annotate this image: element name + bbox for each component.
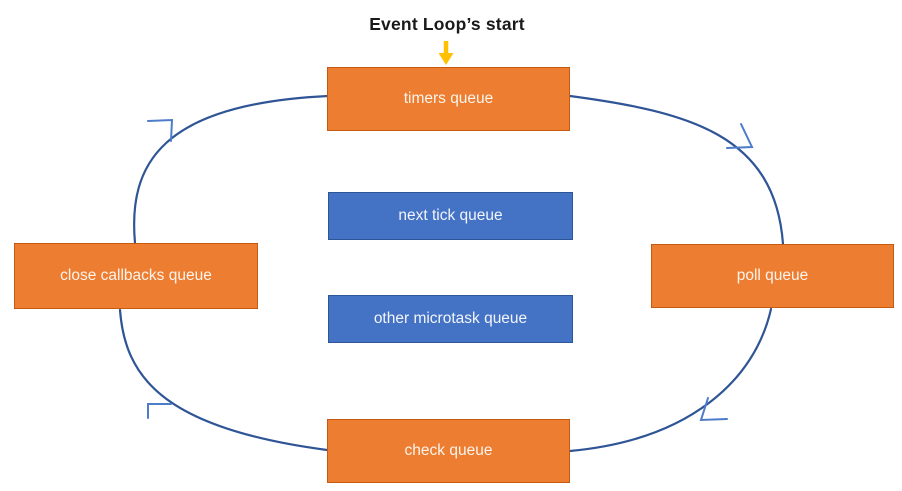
node-close-callbacks-queue: close callbacks queue <box>14 243 258 309</box>
arrowhead-up-left-icon <box>147 403 172 419</box>
node-next-tick-queue-label: next tick queue <box>398 207 503 224</box>
flow-curve-check-to-close-callbacks <box>118 308 329 452</box>
arrowhead-up-right-icon <box>147 118 174 142</box>
node-poll-queue-label: poll queue <box>736 267 809 284</box>
node-other-microtask-queue-label: other microtask queue <box>373 310 528 327</box>
node-timers-queue: timers queue <box>327 67 570 131</box>
arrowhead-down-right-icon <box>726 123 754 149</box>
node-other-microtask-queue: other microtask queue <box>328 295 573 343</box>
node-check-queue-label: check queue <box>404 442 493 459</box>
node-poll-queue: poll queue <box>651 244 894 308</box>
node-timers-queue-label: timers queue <box>403 90 494 107</box>
flow-curve-close-callbacks-to-timers <box>133 94 330 245</box>
flow-curve-timers-to-poll <box>568 94 785 246</box>
node-close-callbacks-queue-label: close callbacks queue <box>60 267 212 284</box>
node-next-tick-queue: next tick queue <box>328 192 573 240</box>
node-check-queue: check queue <box>327 419 570 483</box>
diagram-title: Event Loop’s start <box>369 14 525 34</box>
flow-curve-poll-to-check <box>568 307 773 453</box>
start-down-arrow-icon <box>438 41 454 65</box>
arrowhead-down-left-icon <box>699 397 728 422</box>
